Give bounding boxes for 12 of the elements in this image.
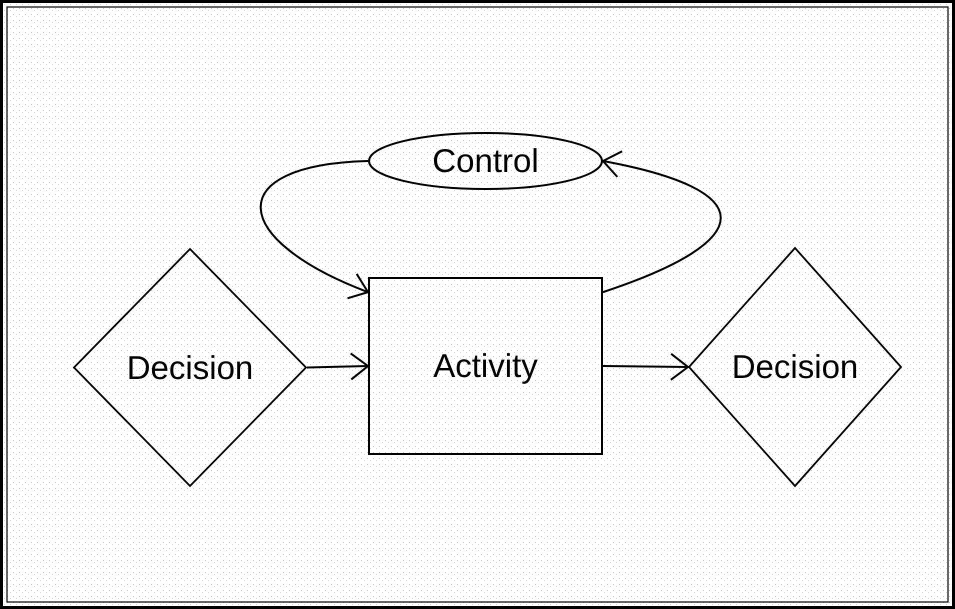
arrow xyxy=(260,160,369,298)
decision-diamond xyxy=(688,247,902,487)
process-box xyxy=(368,277,603,455)
node-label: Decision xyxy=(126,348,254,386)
control-ellipse xyxy=(368,132,603,190)
node-label: Control xyxy=(432,142,539,180)
decision-diamond xyxy=(73,248,307,487)
node-label: Decision xyxy=(732,348,858,386)
arrow xyxy=(602,352,689,381)
node-label: Activity xyxy=(433,347,538,385)
arrow xyxy=(602,150,722,294)
arrow xyxy=(306,352,369,380)
